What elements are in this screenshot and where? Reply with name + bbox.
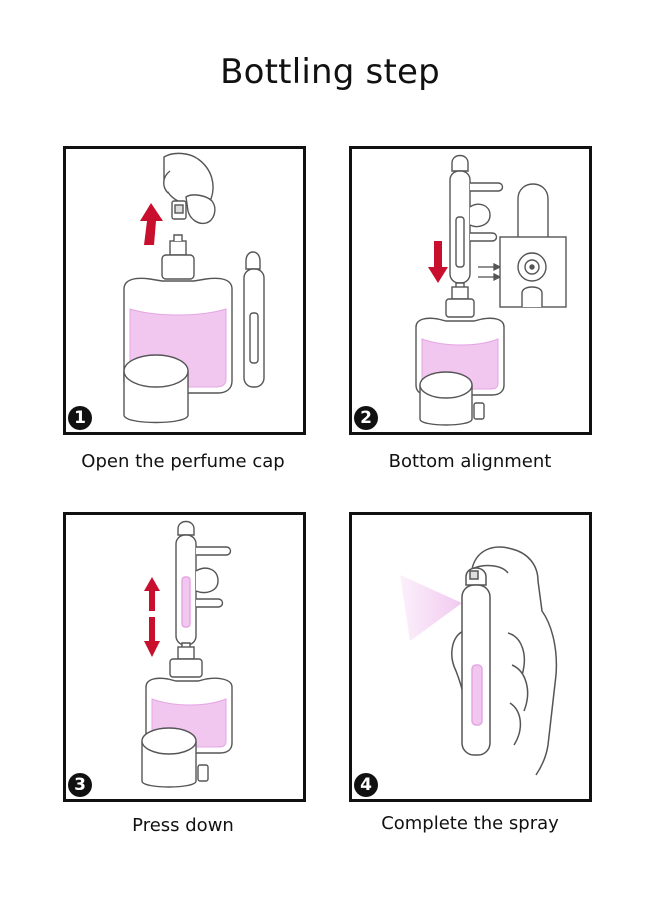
- step-3-illustration: [141, 520, 233, 788]
- spray-mist-icon: [400, 575, 462, 641]
- step-caption-4: Complete the spray: [381, 813, 559, 834]
- cap-icon: [123, 354, 189, 424]
- cap-icon: [419, 371, 485, 426]
- step-number-badge: 2: [354, 406, 378, 430]
- arrow-up-icon: [140, 203, 163, 245]
- atomizer-icon: [461, 567, 491, 756]
- step-panel-1: 1: [63, 146, 306, 435]
- step-caption-1: Open the perfume cap: [81, 451, 285, 472]
- arrow-updown-icon: [144, 577, 160, 657]
- step-1-illustration: [123, 152, 265, 424]
- hand-icon: [451, 546, 558, 776]
- step-panel-2: 2: [349, 146, 592, 435]
- step-caption-3: Press down: [132, 815, 234, 836]
- hand-icon: [163, 152, 216, 225]
- hand-icon: [195, 546, 232, 608]
- step-panel-4: 4: [349, 512, 592, 802]
- step-number-badge: 3: [68, 773, 92, 797]
- step-2-illustration: [415, 154, 567, 426]
- zoom-detail: [499, 183, 567, 308]
- page-title: Bottling step: [220, 52, 440, 92]
- cap-icon: [171, 200, 187, 220]
- cap-icon: [141, 727, 209, 788]
- step-caption-2: Bottom alignment: [388, 451, 552, 472]
- perfume-bottle-icon: [415, 282, 505, 396]
- hand-icon: [469, 182, 504, 242]
- step-panel-3: 3: [63, 512, 306, 802]
- step-number-badge: 4: [354, 773, 378, 797]
- atomizer-icon: [449, 154, 471, 284]
- step-4-illustration: [400, 546, 558, 776]
- atomizer-icon: [243, 251, 265, 388]
- atomizer-icon: [175, 520, 197, 646]
- pointer-arrows: [478, 262, 502, 282]
- arrow-down-icon: [428, 241, 448, 283]
- step-number-badge: 1: [68, 406, 92, 430]
